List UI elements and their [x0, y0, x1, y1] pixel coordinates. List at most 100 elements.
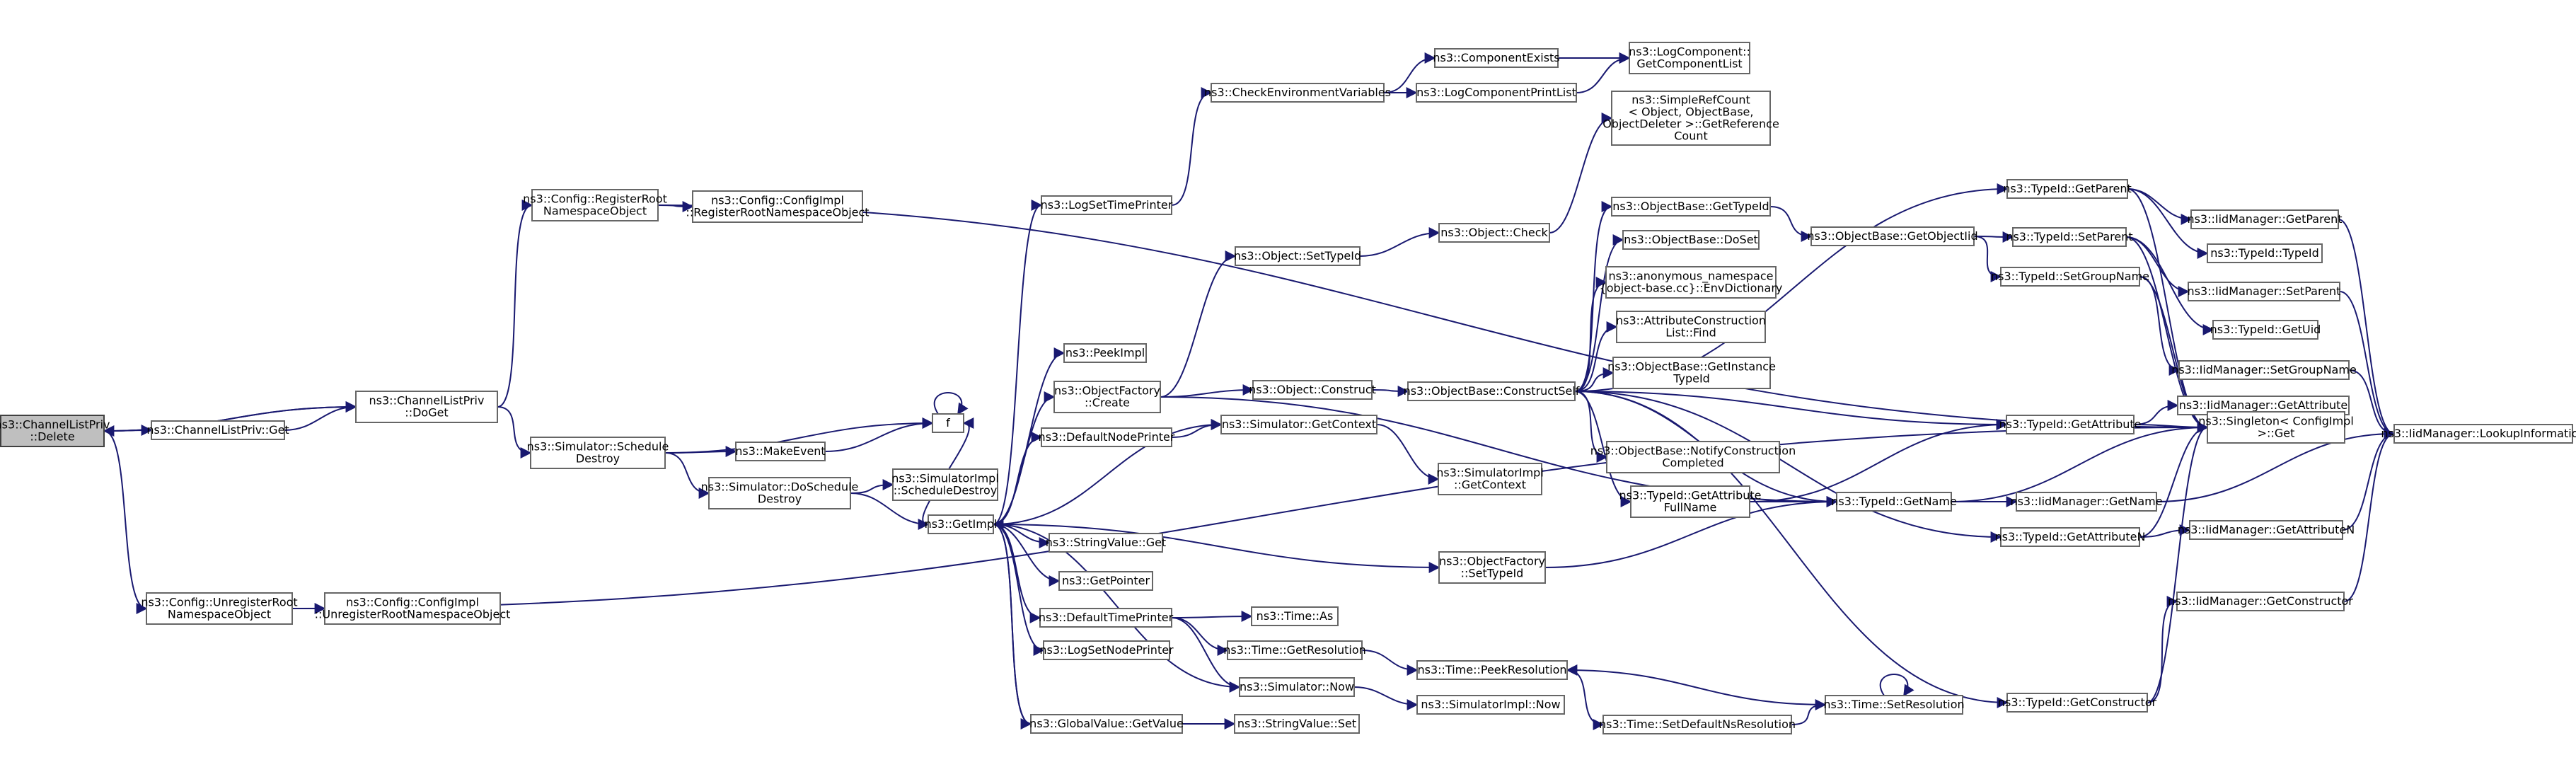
node-f[interactable]: f	[932, 413, 964, 433]
node-ob-notify[interactable]: ns3::ObjectBase::NotifyConstructionCompl…	[1590, 441, 1796, 473]
edge-obj-settypeid-to-obj-check	[1359, 227, 1440, 257]
node-objfact-create[interactable]: ns3::ObjectFactory::Create	[1053, 381, 1161, 413]
node-getpointer[interactable]: ns3::GetPointer	[1058, 571, 1153, 591]
edge-getimpl-to-logsetnode	[993, 524, 1045, 656]
node-iid-setgroupname[interactable]: ns3::IidManager::SetGroupName	[2171, 360, 2357, 380]
node-defnodeprinter[interactable]: ns3::DefaultNodePrinter	[1039, 427, 1175, 447]
node-tid-setgroupname[interactable]: ns3::TypeId::SetGroupName	[1991, 267, 2149, 287]
edge-ob-constructself-to-tid-getattrn	[1574, 391, 2002, 543]
node-iid-getname[interactable]: ns3::IidManager::GetName	[2010, 492, 2163, 512]
node-label: ns3::Time::As	[1257, 609, 1334, 623]
edge-sched-destroy-to-do-sched-destroy	[664, 452, 710, 499]
edge-tid-getparent-to-singleton-get	[2127, 188, 2209, 433]
node-iid-setparent[interactable]: ns3::IidManager::SetParent	[2188, 282, 2341, 301]
node-label: ns3::Object::Construct	[1249, 383, 1376, 396]
edge-objfact-settypeid-to-tid-getname	[1544, 496, 1838, 568]
node-obj-construct[interactable]: ns3::Object::Construct	[1249, 380, 1376, 400]
node-sched-destroy[interactable]: ns3::Simulator::ScheduleDestroy	[527, 437, 669, 469]
node-label: ns3::TypeId::GetParent	[2003, 182, 2132, 195]
node-compexists[interactable]: ns3::ComponentExists	[1433, 48, 1560, 68]
node-checkenv[interactable]: ns3::CheckEnvironmentVariables	[1204, 83, 1391, 103]
node-label: TypeId	[1673, 372, 1710, 386]
node-deftimeprinter[interactable]: ns3::DefaultTimePrinter	[1039, 608, 1174, 628]
node-simplerefcount[interactable]: ns3::SimpleRefCount< Object, ObjectBase,…	[1602, 91, 1779, 146]
node-box	[1438, 551, 1546, 584]
node-logcomp-get[interactable]: ns3::LogComponent::GetComponentList	[1629, 42, 1750, 74]
node-ob-gettypeid[interactable]: ns3::ObjectBase::GetTypeId	[1611, 197, 1771, 217]
edge-deftimeprinter-to-time-as	[1171, 611, 1253, 623]
node-iid-getconstructor[interactable]: ns3::IidManager::GetConstructor	[2168, 592, 2353, 611]
edge-time-setres-to-time-setres	[1879, 674, 1914, 697]
node-label: ns3::CheckEnvironmentVariables	[1204, 86, 1391, 99]
node-cfgimpl-unreg[interactable]: ns3::Config::ConfigImpl::UnregisterRootN…	[315, 592, 511, 625]
node-tid-getparent[interactable]: ns3::TypeId::GetParent	[2003, 179, 2132, 199]
node-label: ::SetTypeId	[1461, 567, 1524, 580]
node-logsetnode[interactable]: ns3::LogSetNodePrinter	[1039, 640, 1174, 660]
edge-deftimeprinter-to-sim-now	[1171, 617, 1241, 693]
node-strval-get[interactable]: ns3::StringValue::Get	[1046, 533, 1166, 553]
node-time-setdefns[interactable]: ns3::Time::SetDefaultNsResolution	[1599, 715, 1796, 734]
node-time-setres[interactable]: ns3::Time::SetResolution	[1823, 695, 1965, 715]
node-clp-get[interactable]: ns3::ChannelListPriv::Get	[146, 420, 289, 440]
node-box	[2016, 492, 2157, 512]
node-box	[2000, 267, 2140, 287]
node-sim-getcontext[interactable]: ns3::Simulator::GetContext	[1220, 415, 1377, 434]
node-simimpl-now[interactable]: ns3::SimulatorImpl::Now	[1416, 695, 1565, 715]
node-box	[2190, 209, 2339, 229]
node-time-peekres[interactable]: ns3::Time::PeekResolution	[1416, 660, 1568, 680]
node-label: ns3::SimulatorImpl	[891, 472, 999, 485]
node-label: >::Get	[2258, 427, 2295, 440]
node-tid-getattr[interactable]: ns3::TypeId::GetAttribute	[1999, 415, 2142, 434]
node-obj-check[interactable]: ns3::Object::Check	[1438, 223, 1550, 243]
node-ob-constructself[interactable]: ns3::ObjectBase::ConstructSelf	[1404, 381, 1580, 401]
node-simimpl-getcontext[interactable]: ns3::SimulatorImpl::GetContext	[1436, 463, 1544, 495]
node-iid-lookup[interactable]: ns3::IidManager::LookupInformation	[2381, 424, 2576, 444]
node-globval-get[interactable]: ns3::GlobalValue::GetValue	[1029, 714, 1184, 734]
node-logcompprint[interactable]: ns3::LogComponentPrintList	[1416, 83, 1577, 103]
node-cfg-unreg[interactable]: ns3::Config::UnregisterRootNamespaceObje…	[141, 592, 298, 625]
node-singleton-get[interactable]: ns3::Singleton< ConfigImpl >::Get	[2198, 411, 2354, 444]
node-label: ns3::Config::ConfigImpl	[711, 194, 844, 207]
edge-cfg-reg-to-singleton-get	[657, 204, 2209, 433]
node-time-getres[interactable]: ns3::Time::GetResolution	[1223, 640, 1366, 660]
node-tid-typeid[interactable]: ns3::TypeId::TypeId	[2207, 243, 2323, 263]
node-delete[interactable]: ns3::ChannelListPriv::Delete	[0, 415, 110, 447]
node-tid-getname[interactable]: ns3::TypeId::GetName	[1831, 492, 1957, 512]
node-make-event[interactable]: ns3::MakeEvent	[735, 442, 826, 461]
edge-clp-doget-to-cfg-reg	[497, 200, 533, 408]
node-strval-set[interactable]: ns3::StringValue::Set	[1234, 714, 1360, 734]
node-box	[1227, 640, 1363, 660]
node-label: ns3::ObjectFactory	[1439, 555, 1545, 568]
node-anon-envdict[interactable]: ns3::anonymous_namespace{object-base.cc}…	[1600, 266, 1783, 299]
node-tid-setparent[interactable]: ns3::TypeId::SetParent	[2006, 227, 2133, 247]
node-iid-getparent[interactable]: ns3::IidManager::GetParent	[2187, 209, 2343, 229]
node-tid-getconstructor[interactable]: ns3::TypeId::GetConstructor	[1998, 693, 2157, 713]
edge-obj-check-to-simplerefcount	[1549, 113, 1613, 234]
node-ob-doset[interactable]: ns3::ObjectBase::DoSet	[1622, 230, 1760, 250]
node-objfact-settypeid[interactable]: ns3::ObjectFactory::SetTypeId	[1438, 551, 1546, 584]
node-clp-doget[interactable]: ns3::ChannelListPriv::DoGet	[355, 391, 498, 423]
node-simimpl-sched[interactable]: ns3::SimulatorImpl::ScheduleDestroy	[891, 468, 999, 501]
node-box	[151, 420, 285, 440]
edge-sim-now-to-simimpl-now	[1353, 686, 1419, 710]
node-getimpl[interactable]: ns3::GetImpl	[925, 514, 998, 534]
node-label: ns3::LogComponentPrintList	[1416, 86, 1576, 99]
node-cfg-reg[interactable]: ns3::Config::RegisterRootNamespaceObject	[523, 189, 667, 221]
node-iid-getattrn[interactable]: ns3::IidManager::GetAttributeN	[2178, 520, 2355, 540]
node-label: ns3::IidManager::SetParent	[2188, 284, 2341, 298]
node-ob-getobjectiid[interactable]: ns3::ObjectBase::GetObjectIid	[1807, 226, 1978, 246]
node-peekimpl[interactable]: ns3::PeekImpl	[1063, 343, 1147, 363]
node-logsettime[interactable]: ns3::LogSetTimePrinter	[1041, 195, 1173, 215]
node-sim-now[interactable]: ns3::Simulator::Now	[1239, 677, 1355, 697]
edge-tid-setgroupname-to-singleton-get	[2139, 276, 2209, 433]
node-obj-settypeid[interactable]: ns3::Object::SetTypeId	[1234, 246, 1361, 266]
node-tid-getuid[interactable]: ns3::TypeId::GetUid	[2210, 320, 2321, 340]
edge-f-to-f	[933, 392, 969, 415]
node-time-as[interactable]: ns3::Time::As	[1251, 606, 1339, 626]
node-cfgimpl-reg[interactable]: ns3::Config::ConfigImpl::RegisterRootNam…	[686, 190, 870, 223]
node-tid-getattrn[interactable]: ns3::TypeId::GetAttributeN	[1995, 527, 2146, 547]
